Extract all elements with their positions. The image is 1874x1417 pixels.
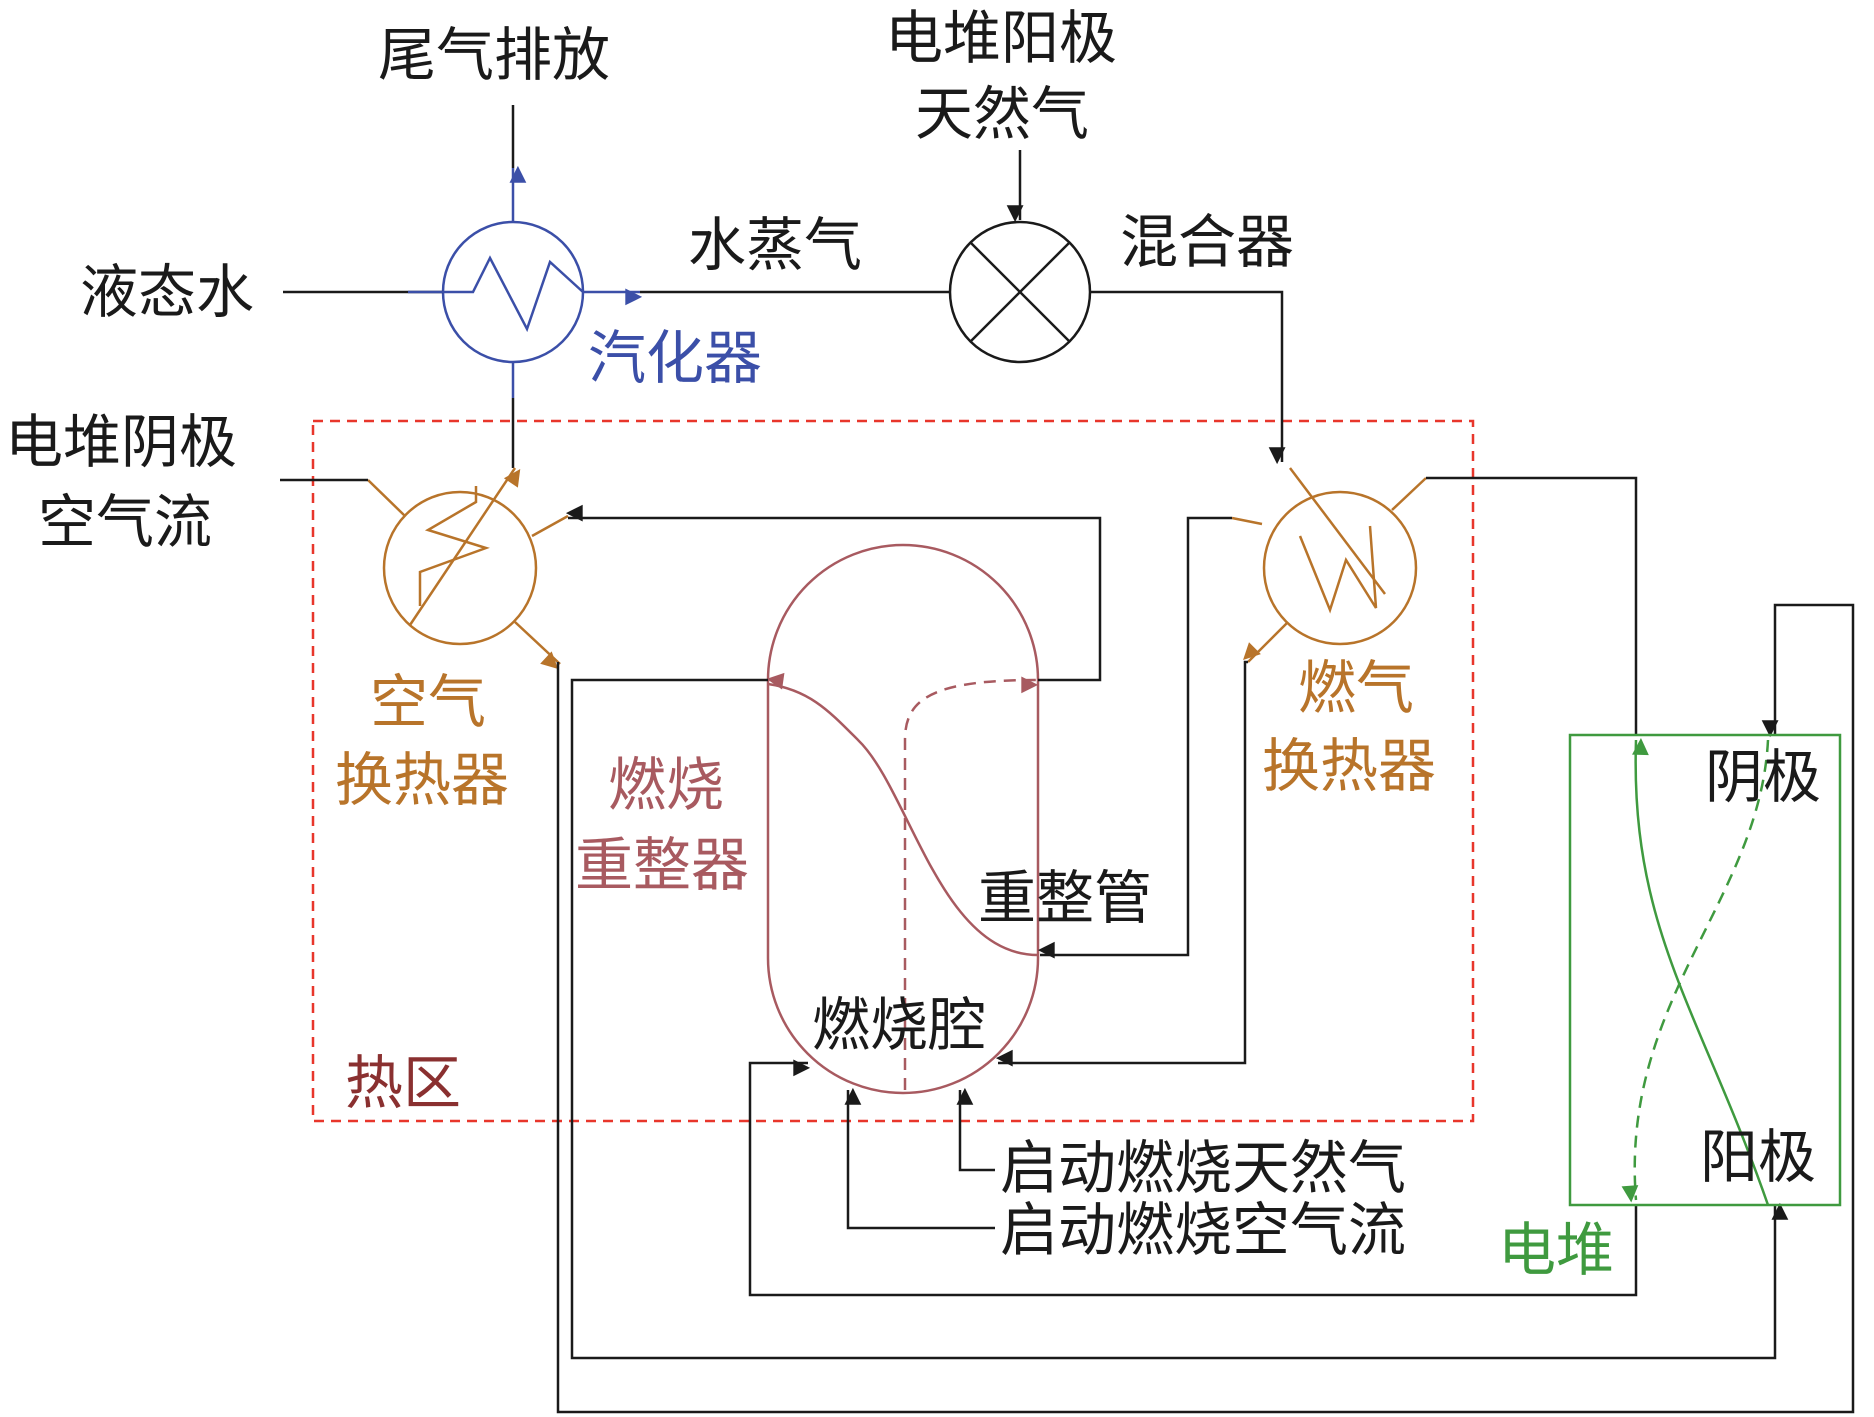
air-hx-to-stack-cathode [556,603,1855,1414]
mixer-label: 混合器 [1120,208,1294,276]
reformer-out-to-stack-anode [570,678,1789,1360]
reformer-to-air-hx [565,504,1102,682]
anode-gas-label-1: 电堆阳极 [885,4,1117,72]
combustion-chamber-label: 燃烧腔 [812,991,986,1059]
exhaust-label: 尾气排放 [378,21,610,89]
fuel-cell-stack [1568,733,1842,1207]
cathode-air-label-2: 空气流 [38,488,212,556]
cathode-label: 阴极 [1705,743,1821,811]
mixer [948,220,1092,364]
anode-gas-label-2: 天然气 [915,80,1089,148]
vaporizer [441,220,585,364]
air-heat-exchanger [367,467,569,670]
vaporizer-label: 汽化器 [588,324,762,392]
startup-air-line [844,1087,995,1230]
startup-gas-line [956,1087,995,1172]
startup-air-label: 启动燃烧空气流 [1000,1196,1406,1264]
fuel-hx-to-combustion-chamber [995,660,1248,1067]
reforming-tube-label: 重整管 [978,864,1152,932]
fuel-hx-label-2: 换热器 [1262,732,1436,800]
stack-cathode-out-to-fuel-hx [1426,476,1638,735]
reformer-label-2: 重整器 [575,831,749,899]
mixer-to-fuel-hx [1090,290,1286,465]
hot-zone-boundary [311,419,1475,1123]
reformer-label-1: 燃烧 [608,751,724,819]
air-hx-label-1: 空气 [370,668,486,736]
stack-solid-flow [1632,738,1770,1206]
fuel-hx-label-1: 燃气 [1298,654,1414,722]
anode-label: 阳极 [1700,1123,1816,1191]
stack-anode-out-to-combustion [748,1059,1638,1297]
cathode-air-label-1: 电堆阴极 [5,408,237,476]
fuel-heat-exchanger [1231,467,1427,663]
hot-zone-label: 热区 [345,1049,461,1117]
stack-label: 电堆 [1498,1216,1614,1284]
steam-label: 水蒸气 [688,211,862,279]
stack-dashed-flow [1621,739,1770,1203]
liquid-water-label: 液态水 [80,258,254,326]
startup-gas-label: 启动燃烧天然气 [1000,1134,1406,1202]
air-hx-label-2: 换热器 [335,746,509,814]
fuel-hx-to-reforming-tube [1037,516,1232,959]
combustion-chamber-dashed-path [903,676,1039,1090]
reforming-tube-curve [766,672,1039,957]
